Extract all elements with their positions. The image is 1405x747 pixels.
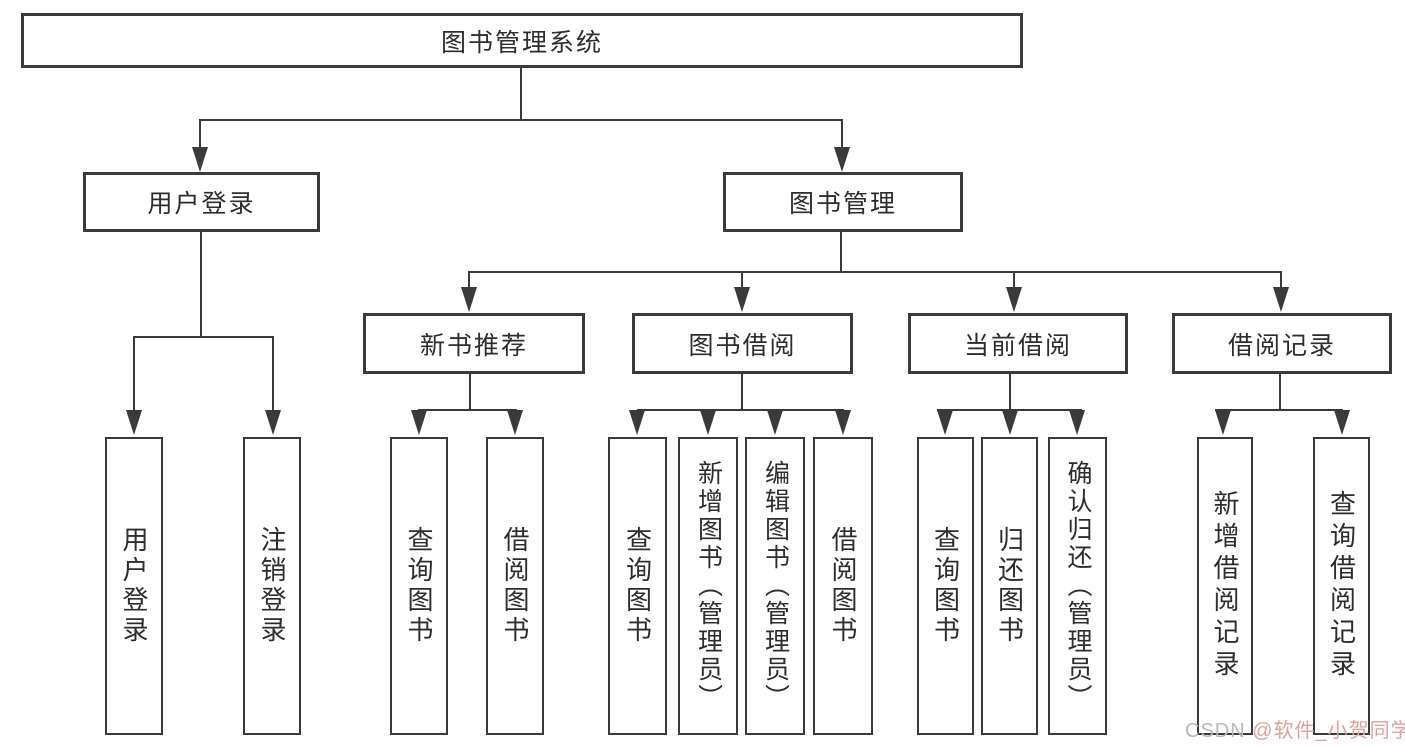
arrow-to-querybook-1: [411, 410, 427, 435]
leaf-borrow-book-newrec: 借阅图书: [486, 437, 544, 735]
node-borrow-record: 借阅记录: [1172, 313, 1392, 374]
node-root: 图书管理系统: [21, 13, 1023, 68]
csdn-watermark-handle: @软件_小贺同学: [1252, 720, 1405, 742]
arrow-to-bookborrow: [734, 287, 750, 312]
leaf-return-book-label: 归还图书: [994, 526, 1025, 646]
csdn-watermark: CSDN @软件_小贺同学: [1185, 714, 1405, 743]
connector-borrowrecord-drop: [1280, 271, 1282, 288]
arrow-to-borrowbook-1: [507, 410, 523, 435]
arrow-to-logout: [265, 410, 281, 435]
leaf-query-book-newrec: 查询图书: [390, 437, 448, 735]
connector-bookborrow-drop: [741, 271, 743, 288]
connector-newbook-stem: [469, 374, 471, 410]
node-current-borrow: 当前借阅: [908, 313, 1128, 374]
leaf-query-borrow-record-label: 查询借阅记录: [1326, 490, 1357, 682]
leaf-user-login-label: 用户登录: [119, 526, 149, 646]
arrow-to-borrowrecord: [1273, 287, 1289, 312]
leaf-add-book-admin-label: 新增图书（管理员）: [694, 460, 723, 712]
node-new-book-rec: 新书推荐: [363, 313, 585, 374]
connector-bookmgmt-drop: [841, 119, 843, 149]
arrow-to-currentborrow: [1006, 287, 1022, 312]
leaf-add-borrow-record-label: 新增借阅记录: [1210, 490, 1240, 682]
leaf-query-book-current-label: 查询图书: [930, 526, 961, 646]
leaf-query-borrow-record: 查询借阅记录: [1313, 437, 1370, 735]
arrow-to-userlogin: [192, 147, 208, 172]
connector-bookborrow-hline: [637, 409, 844, 411]
connector-logout-drop: [272, 336, 274, 410]
arrow-to-queryrecord: [1334, 410, 1350, 435]
leaf-query-book-current: 查询图书: [917, 437, 974, 735]
connector-currentborrow-drop: [1013, 271, 1015, 288]
leaf-query-book-borrow: 查询图书: [608, 437, 667, 735]
node-book-borrow: 图书借阅: [632, 313, 853, 374]
leaf-borrow-book-borrow-label: 借阅图书: [828, 526, 858, 646]
connector-userlogin-drop: [199, 119, 201, 149]
leaf-confirm-return-admin-label: 确认归还（管理员）: [1064, 460, 1092, 712]
leaf-edit-book-admin-label: 编辑图书（管理员）: [761, 460, 790, 712]
leaf-logout-login: 注销登录: [243, 437, 301, 735]
connector-bookmgmt-stem: [840, 232, 842, 272]
arrow-to-editbook-admin: [767, 410, 783, 435]
connector-bookborrow-stem: [741, 374, 743, 410]
leaf-logout-login-label: 注销登录: [257, 526, 287, 646]
leaf-borrow-book-newrec-label: 借阅图书: [500, 526, 530, 646]
connector-currentborrow-stem: [1009, 374, 1011, 410]
arrow-to-login: [126, 410, 142, 435]
connector-root-hline: [199, 119, 843, 121]
csdn-watermark-brand: CSDN: [1185, 720, 1253, 742]
leaf-query-book-borrow-label: 查询图书: [622, 526, 653, 646]
leaf-confirm-return-admin: 确认归还（管理员）: [1048, 437, 1107, 735]
leaf-add-borrow-record: 新增借阅记录: [1197, 437, 1253, 735]
connector-newbook-drop: [468, 271, 470, 288]
arrow-to-bookmgmt: [834, 147, 850, 172]
connector-root-stem: [520, 68, 522, 119]
leaf-user-login: 用户登录: [105, 437, 163, 735]
connector-login-drop: [133, 336, 135, 410]
arrow-to-returnbook: [1002, 410, 1018, 435]
arrow-to-newbook: [461, 287, 477, 312]
node-user-login: 用户登录: [83, 172, 320, 232]
connector-bookmgmt-hline: [468, 271, 1282, 273]
node-book-mgmt: 图书管理: [723, 172, 963, 232]
connector-userlogin-stem: [200, 232, 202, 336]
connector-userlogin-hline: [133, 336, 274, 338]
arrow-to-addrecord: [1215, 410, 1231, 435]
arrow-to-borrowbook-2: [835, 410, 851, 435]
connector-borrowrecord-hline: [1215, 409, 1343, 411]
leaf-query-book-newrec-label: 查询图书: [404, 526, 434, 646]
arrow-to-confirmreturn-admin: [1069, 410, 1085, 435]
arrow-to-querybook-2: [629, 410, 645, 435]
leaf-add-book-admin: 新增图书（管理员）: [678, 437, 738, 735]
connector-newbook-hline: [418, 409, 517, 411]
arrow-to-querybook-3: [937, 410, 953, 435]
leaf-return-book: 归还图书: [981, 437, 1038, 735]
arrow-to-addbook-admin: [700, 410, 716, 435]
leaf-edit-book-admin: 编辑图书（管理员）: [745, 437, 805, 735]
connector-borrowrecord-stem: [1279, 374, 1281, 410]
leaf-borrow-book-borrow: 借阅图书: [813, 437, 873, 735]
